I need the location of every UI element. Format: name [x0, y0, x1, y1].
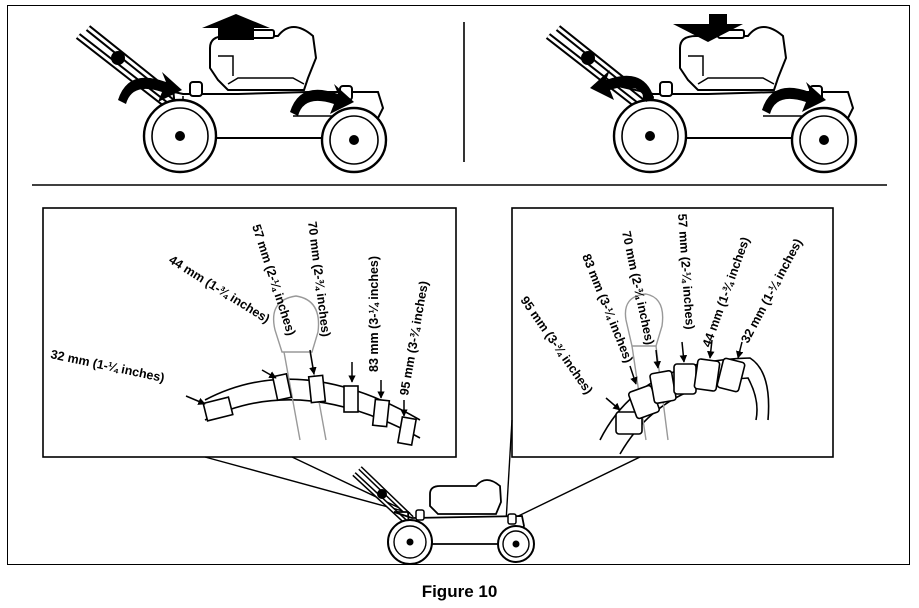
arrow-down-icon: [673, 14, 743, 42]
height-label-83mm: 83 mm (3-¼ inches): [367, 256, 381, 372]
mower-small-illustration: [354, 468, 534, 564]
figure-caption: Figure 10: [421, 582, 498, 601]
mower-raise-illustration: [78, 14, 386, 172]
callout-lines: [204, 419, 641, 523]
figure-frame: [7, 5, 910, 565]
right-detail-panel: 95 mm (3-¾ inches) 83 mm (3-¼ inches) 70…: [511, 207, 834, 458]
mower-lower-illustration: [548, 14, 856, 172]
arrow-up-icon: [202, 14, 270, 40]
left-detail-panel: 32 mm (1-¼ inches) 44 mm (1-¾ inches) 57…: [42, 207, 457, 458]
